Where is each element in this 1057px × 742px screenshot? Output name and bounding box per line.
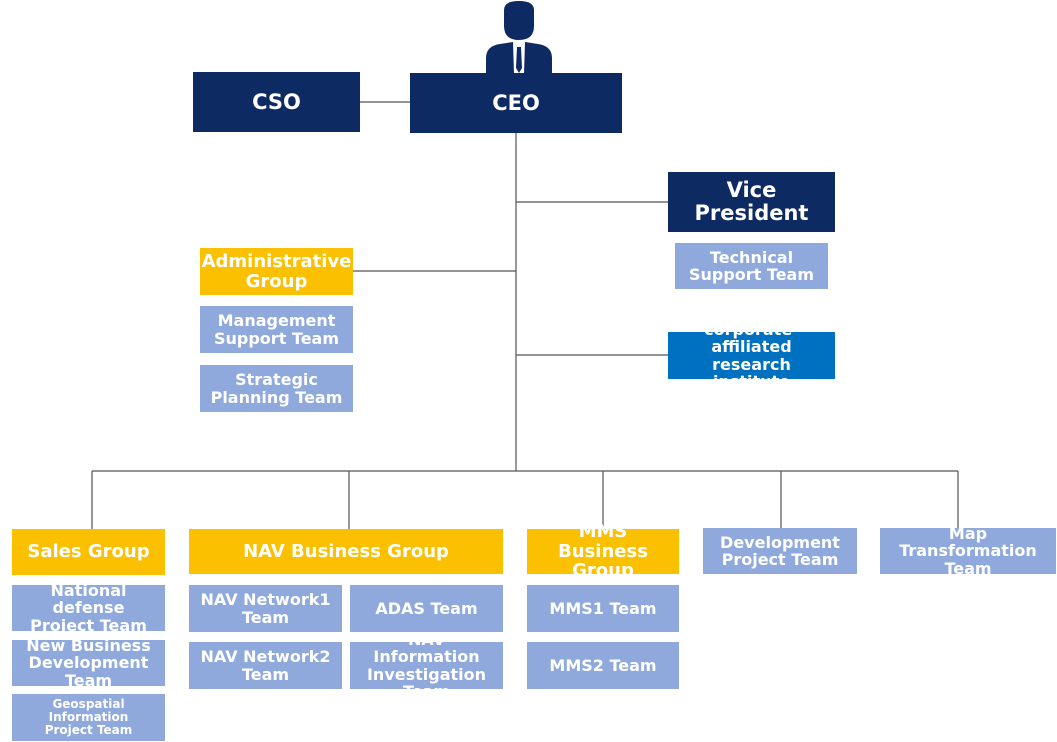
ceo-box: CEO — [410, 73, 622, 133]
management-support-team-box: Management Support Team — [200, 306, 353, 353]
national-defense-project-team-box: National defense Project Team — [12, 582, 165, 634]
mms1-team-box: MMS1 Team — [527, 585, 679, 632]
vice-president-box: Vice President — [668, 172, 835, 232]
new-business-development-team-box: New Business Development Team — [12, 637, 165, 689]
mms2-team-box: MMS2 Team — [527, 642, 679, 689]
adas-team-box: ADAS Team — [350, 585, 503, 632]
nav-network1-team-box: NAV Network1 Team — [189, 585, 342, 632]
cso-box: CSO — [193, 72, 360, 132]
strategic-planning-team-box: Strategic Planning Team — [200, 365, 353, 412]
research-institute-box: corporate-affiliated research institute — [668, 321, 835, 390]
geospatial-information-project-team-box: Geospatial Information Project Team — [12, 694, 165, 741]
mms-business-group-box: MMS Business Group — [527, 522, 679, 580]
sales-group-box: Sales Group — [12, 529, 165, 575]
nav-business-group-box: NAV Business Group — [189, 529, 503, 574]
administrative-group-box: Administrative Group — [200, 248, 353, 295]
nav-network2-team-box: NAV Network2 Team — [189, 642, 342, 689]
development-project-team-box: Development Project Team — [703, 528, 857, 574]
businessman-icon — [486, 1, 552, 74]
technical-support-team-box: Technical Support Team — [675, 243, 828, 289]
nav-information-investigation-team-box: NAV Information Investigation Team — [350, 631, 503, 700]
map-transformation-team-box: Map Transformation Team — [880, 525, 1056, 577]
